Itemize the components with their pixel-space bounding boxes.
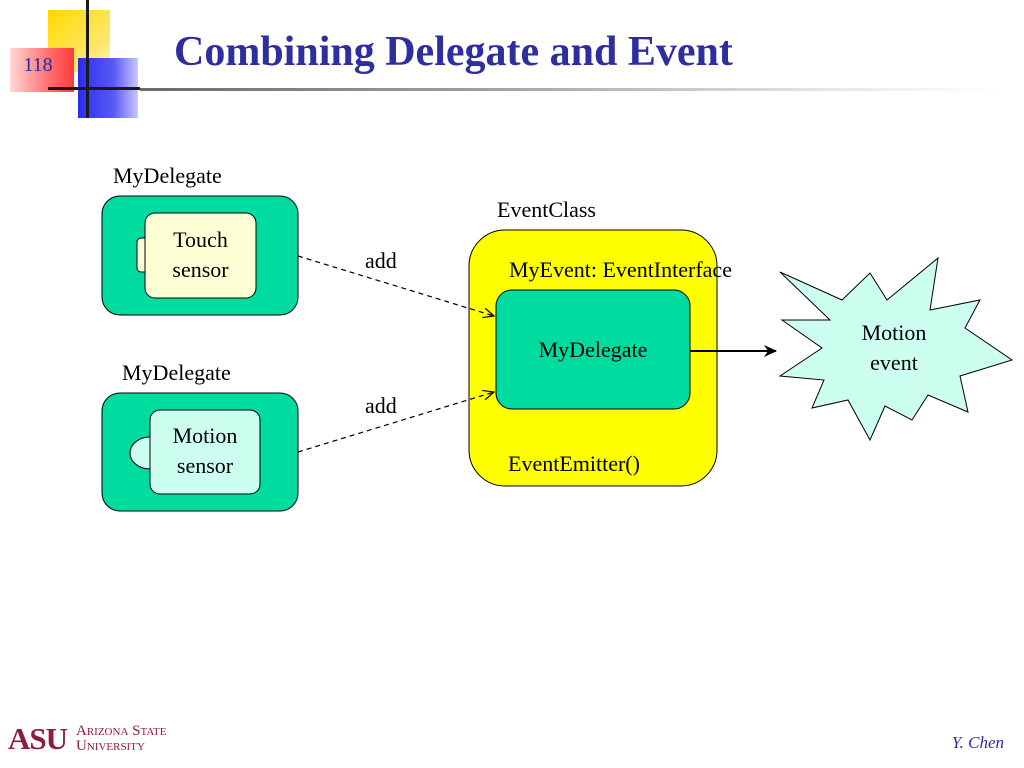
event-emitter-label: EventEmitter() xyxy=(508,451,640,476)
delegate-top-label: MyDelegate xyxy=(113,163,222,188)
event-delegate-label: MyDelegate xyxy=(538,337,648,362)
motion-sensor-box xyxy=(149,409,261,495)
motion-event-starburst xyxy=(778,256,1014,442)
motion-event-line1: Motion xyxy=(861,320,927,345)
motion-sensor-line1: Motion xyxy=(172,423,238,448)
decor-vertical-line xyxy=(86,0,89,118)
add-label-top: add xyxy=(365,248,397,273)
asu-logo: ASU Arizona State University xyxy=(8,722,198,758)
add-arrow-top xyxy=(297,255,494,316)
add-label-bottom: add xyxy=(365,393,397,418)
decor-horizontal-line xyxy=(48,87,140,90)
event-class-label: EventClass xyxy=(497,197,596,222)
add-arrow-bottom xyxy=(297,392,494,453)
slide-number: 118 xyxy=(23,54,53,76)
asu-logo-line2: University xyxy=(76,738,145,754)
asu-logo-line1: Arizona State xyxy=(76,723,167,739)
motion-event-text: Motion event xyxy=(834,318,954,378)
motion-event-line2: event xyxy=(870,350,918,375)
title-underline xyxy=(140,88,1000,91)
event-declaration: MyEvent: EventInterface xyxy=(509,257,732,282)
decor-red-square xyxy=(10,48,74,92)
motion-sensor-line2: sensor xyxy=(176,453,234,478)
touch-sensor-line1: Touch xyxy=(173,227,228,252)
slide-title: Combining Delegate and Event xyxy=(174,29,733,75)
author-credit: Y. Chen xyxy=(951,733,1004,752)
touch-sensor-text: Touch sensor xyxy=(145,225,256,285)
delegate-bottom-label: MyDelegate xyxy=(122,360,231,385)
event-delegate-box xyxy=(495,289,691,410)
motion-sensor-text: Motion sensor xyxy=(150,421,260,481)
touch-sensor-line2: sensor xyxy=(172,257,229,282)
asu-logo-mark: ASU xyxy=(8,721,68,756)
touch-sensor-box xyxy=(144,212,257,299)
